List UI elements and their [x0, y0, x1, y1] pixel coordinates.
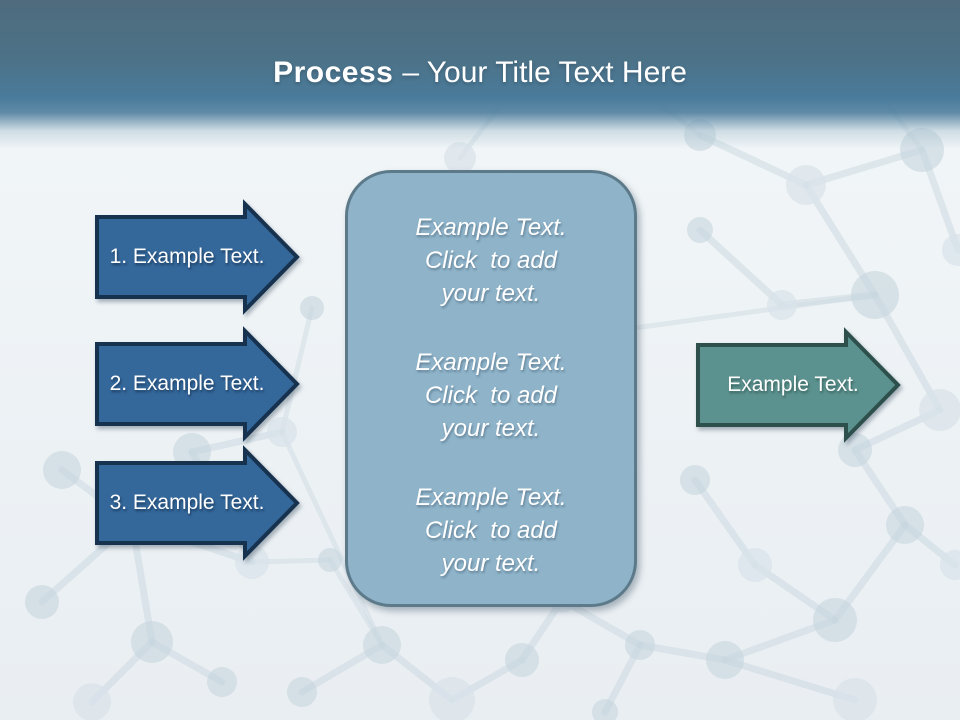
- result-arrow-label: Example Text.: [727, 373, 859, 396]
- step-arrow-3-label: 3. Example Text.: [109, 491, 265, 514]
- title-rest-text: – Your Title Text Here: [402, 56, 687, 89]
- title-emphasis-text: Process: [273, 56, 394, 89]
- text-block-1: Example Text. Click to add your text.: [348, 211, 634, 310]
- text-line: Click to add: [424, 247, 558, 274]
- text-line: Example Text.: [415, 214, 567, 241]
- text-line: Example Text.: [415, 484, 567, 511]
- text-line: your text.: [441, 415, 541, 442]
- slide-title[interactable]: Process– Your Title Text Here: [0, 54, 960, 92]
- step-arrow-1-label: 1. Example Text.: [109, 245, 265, 268]
- text-line: your text.: [441, 550, 541, 577]
- header-band: [0, 0, 960, 152]
- text-line: your text.: [441, 280, 541, 307]
- right-arrow-shape: [95, 445, 300, 561]
- text-line: Click to add: [424, 382, 558, 409]
- step-arrow-1[interactable]: 1. Example Text.: [95, 199, 301, 315]
- right-arrow-shape: [696, 327, 901, 443]
- result-arrow[interactable]: Example Text.: [696, 327, 902, 443]
- text-line: Click to add: [424, 517, 558, 544]
- text-block-2: Example Text. Click to add your text.: [348, 346, 634, 445]
- center-textbox[interactable]: Example Text. Click to add your text. Ex…: [345, 170, 637, 607]
- right-arrow-shape: [95, 326, 300, 442]
- step-arrow-3[interactable]: 3. Example Text.: [95, 445, 301, 561]
- right-arrow-shape: [95, 199, 300, 315]
- text-line: Example Text.: [415, 349, 567, 376]
- step-arrow-2-label: 2. Example Text.: [109, 372, 265, 395]
- text-block-3: Example Text. Click to add your text.: [348, 481, 634, 580]
- step-arrow-2[interactable]: 2. Example Text.: [95, 326, 301, 442]
